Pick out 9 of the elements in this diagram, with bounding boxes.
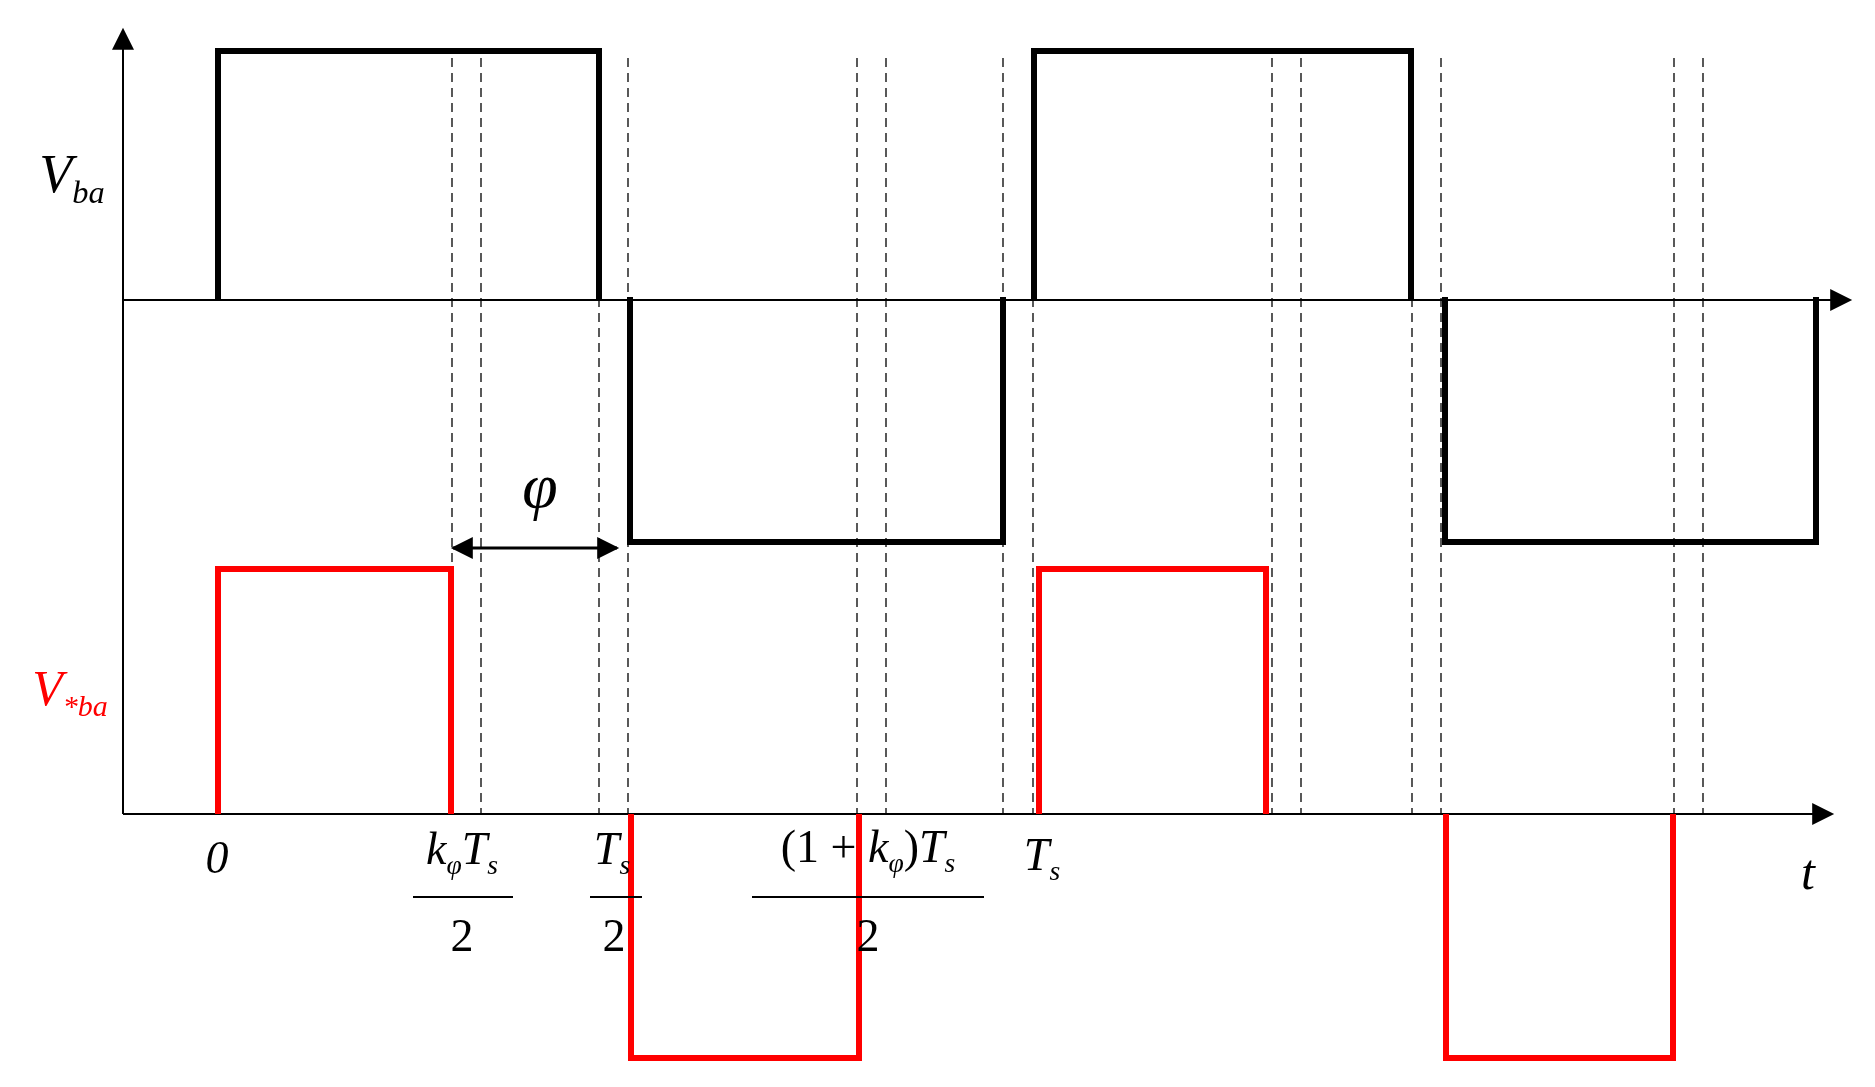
axis-label: V$_{ba}$ bbox=[39, 147, 105, 209]
axis-label: t bbox=[1801, 847, 1815, 897]
tick-label: 2 bbox=[450, 913, 474, 959]
tick-label: (1 + k$_{φ}$)T$_{s}$ bbox=[780, 823, 956, 877]
tick-label: k$_{φ}$T$_{s}$ bbox=[426, 825, 498, 879]
tick-label: T$_{s}$ bbox=[1023, 831, 1061, 885]
tick-label: 2 bbox=[602, 913, 626, 959]
tick-label: 0 bbox=[205, 835, 229, 881]
axis-label: V$_{*ba}$ bbox=[32, 663, 108, 721]
